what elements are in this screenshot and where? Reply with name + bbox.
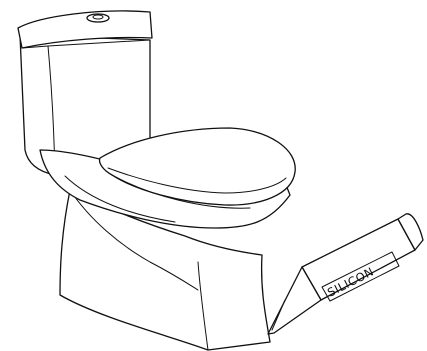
caulk-tube-body — [302, 219, 415, 300]
toilet-icon — [18, 11, 295, 350]
caulk-tube-icon: SILICON — [268, 214, 423, 334]
